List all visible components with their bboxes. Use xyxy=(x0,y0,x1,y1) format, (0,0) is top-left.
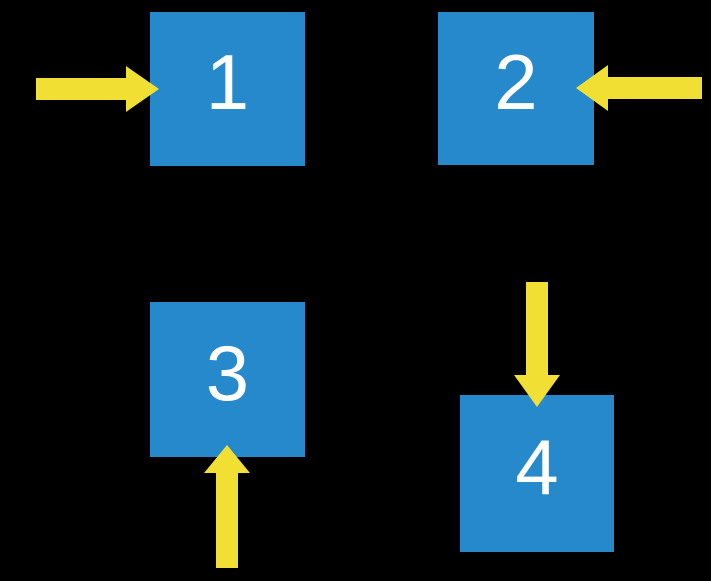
box-1: 1 xyxy=(150,12,305,166)
box-4-label: 4 xyxy=(515,422,559,511)
box-1-label: 1 xyxy=(205,38,250,126)
box-3: 3 xyxy=(150,302,305,457)
arrow-left-icon xyxy=(576,65,702,111)
box-2-label: 2 xyxy=(494,37,538,126)
box-4: 4 xyxy=(460,395,614,552)
arrow-up-icon xyxy=(204,445,250,568)
arrow-right-icon xyxy=(36,66,159,112)
box-3-label: 3 xyxy=(205,328,250,417)
box-2: 2 xyxy=(438,12,594,165)
arrow-down-icon xyxy=(514,282,560,407)
